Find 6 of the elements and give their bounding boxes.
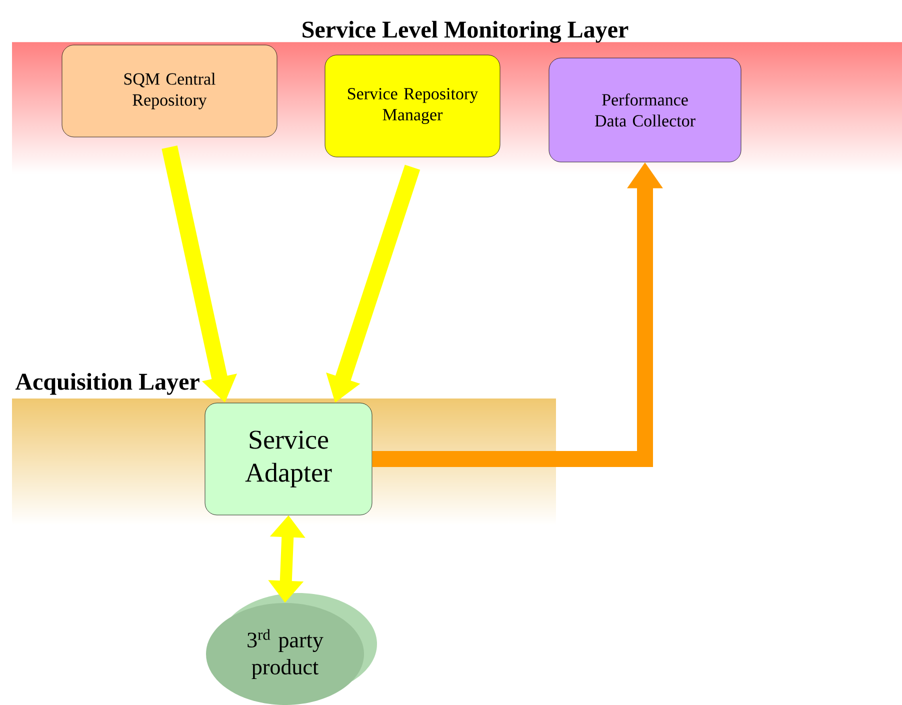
process-box: Service Adapter bbox=[204, 402, 372, 516]
process-box: Service Repository Manager bbox=[324, 54, 500, 158]
layer-heading: Acquisition Layer bbox=[15, 372, 200, 395]
process-box: Performance Data Collector bbox=[548, 58, 742, 162]
process-box: SQM Central Repository bbox=[62, 44, 278, 138]
layer-heading: Service Level Monitoring Layer bbox=[302, 20, 628, 43]
